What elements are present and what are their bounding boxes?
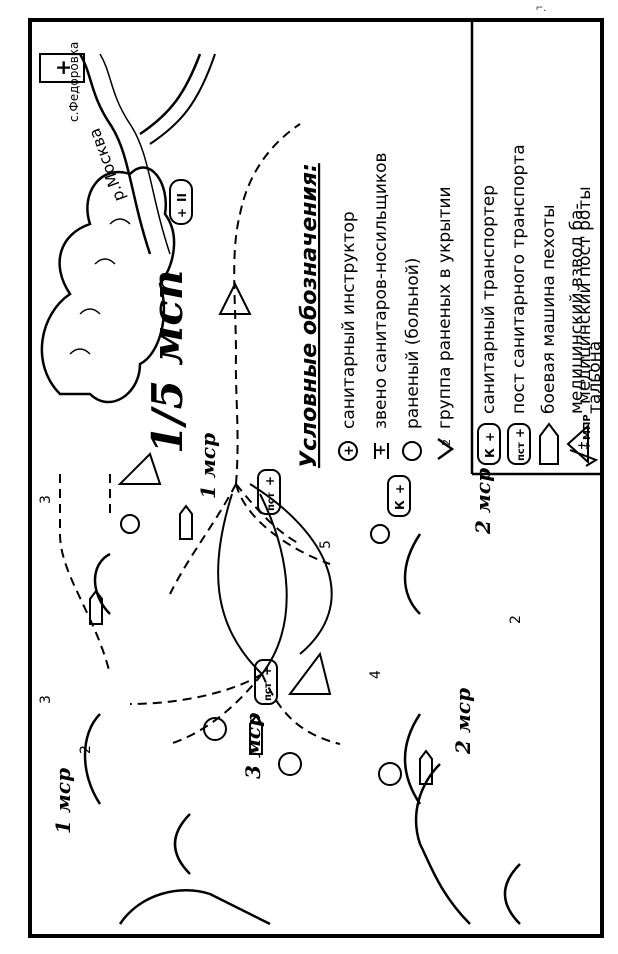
ii-label: II bbox=[175, 193, 189, 202]
platoon-marker-b bbox=[288, 651, 332, 695]
post-marker-a: пст + bbox=[254, 659, 278, 705]
legend-items: + санитарный инструктор + звено санитаро… bbox=[338, 152, 455, 461]
ifv-marker-a bbox=[179, 504, 193, 540]
legend-item-wounded: раненый (больной) bbox=[402, 258, 423, 461]
wounded-marker-c bbox=[203, 717, 227, 741]
legend-text-company-medpost: медицинский пост роты bbox=[575, 186, 595, 404]
river-curves bbox=[118, 763, 521, 926]
wounded-markers bbox=[120, 514, 402, 786]
unit-label-2msr-bot: 2 мср bbox=[451, 688, 475, 755]
unit-label-3msr: 3 мср bbox=[241, 713, 265, 779]
road bbox=[139, 53, 202, 136]
wounded-group-icon bbox=[437, 437, 455, 461]
regiment-label: 1/5 мсп bbox=[143, 270, 192, 454]
medical-platoon-markers bbox=[117, 281, 332, 695]
position-number-3a: 3 bbox=[38, 495, 54, 504]
position-number-5a: 5 bbox=[318, 540, 334, 549]
legend-text-ambulance-post: пост санитарного транспорта bbox=[509, 144, 529, 414]
village-medical-sign: + bbox=[39, 53, 85, 83]
wounded-marker-e bbox=[120, 514, 140, 534]
village-medical-plus: + bbox=[51, 59, 75, 76]
company-medpost-plus: + bbox=[582, 442, 593, 450]
header-stamp: ⌐. bbox=[536, 0, 547, 14]
legend-text-medic-instructor: санитарный инструктор bbox=[339, 211, 359, 429]
ii-plus: + bbox=[175, 208, 189, 218]
village-label: с.Федоровка bbox=[67, 42, 81, 122]
post-a-plus: + bbox=[260, 666, 274, 676]
post-a-label: пст bbox=[263, 682, 274, 701]
ifv-icon bbox=[539, 422, 559, 465]
legend-item-medical-platoon: + медицинский взвод ба- тальона bbox=[566, 203, 605, 465]
ifv-marker-d bbox=[419, 749, 433, 785]
legend-item-company-medpost: + МПР медицинский пост роты bbox=[569, 186, 599, 467]
wounded-marker-d bbox=[370, 524, 390, 544]
legend-text-stretcher-team: звено санитаров-носильщиков bbox=[371, 152, 391, 429]
platoon-marker-c bbox=[218, 281, 252, 315]
company-medpost-icon bbox=[569, 449, 599, 467]
legend-text-wounded: раненый (больной) bbox=[403, 258, 423, 429]
wounded-group-number: 2 bbox=[440, 439, 453, 446]
post-b-plus: + bbox=[263, 476, 277, 486]
ifv-marker-c bbox=[249, 714, 263, 755]
legend-item-stretcher-team: + звено санитаров-носильщиков bbox=[371, 152, 391, 459]
river bbox=[78, 53, 152, 255]
medical-platoon-plus: + bbox=[575, 441, 588, 450]
position-number-2b: 2 bbox=[508, 615, 524, 624]
wounded-icon bbox=[402, 441, 422, 461]
ifv-marker-b bbox=[89, 589, 103, 625]
ambulance-post-text: пст bbox=[516, 442, 527, 461]
legend-text-wounded-group: группа раненых в укрытии bbox=[435, 186, 455, 429]
unit-label-1msr-mid: 1 мср bbox=[51, 768, 75, 834]
ambulance-k: К bbox=[483, 448, 497, 458]
position-number-2: 2 bbox=[78, 745, 94, 754]
legend-item-ambulance: К + санитарный транспортер bbox=[477, 185, 501, 465]
legend-text-ambulance: санитарный транспортер bbox=[479, 185, 499, 414]
diagram-frame bbox=[28, 18, 604, 938]
wounded-marker-b bbox=[378, 762, 402, 786]
village-medical-icon bbox=[39, 53, 85, 83]
k-label: К bbox=[393, 500, 407, 510]
post-marker-b: пст + bbox=[257, 469, 281, 515]
unit-label-1msr-top: 1 мср bbox=[196, 433, 220, 499]
legend-text-medical-platoon-cont: тальона bbox=[585, 341, 605, 414]
legend-item-medic-instructor: + санитарный инструктор bbox=[338, 211, 359, 461]
ii-marker: + II bbox=[169, 179, 193, 225]
legend-item-ifv: боевая машина пехоты bbox=[539, 204, 559, 465]
ifv-markers bbox=[89, 504, 433, 785]
legend-item-wounded-group: 2 группа раненых в укрытии bbox=[435, 186, 455, 461]
k-marker: К + bbox=[387, 475, 411, 517]
ambulance-plus: + bbox=[483, 432, 497, 442]
legend-text-ifv: боевая машина пехоты bbox=[539, 204, 559, 414]
k-plus: + bbox=[393, 484, 407, 494]
legend-items-lower: К + санитарный транспортер пст + пост са… bbox=[477, 144, 605, 465]
legend-title: Условные обозначения: bbox=[297, 163, 322, 468]
medic-instructor-icon bbox=[338, 441, 358, 461]
unit-label-2msr-top: 2 мср bbox=[471, 468, 495, 535]
ambulance-post-plus: + bbox=[513, 428, 527, 438]
medic-instructor-plus: + bbox=[342, 445, 357, 456]
wounded-marker-a bbox=[278, 752, 302, 776]
stretcher-team-icon: + bbox=[373, 444, 389, 456]
solid-routes bbox=[217, 483, 333, 675]
company-medpost-mpr: МПР bbox=[582, 414, 593, 440]
position-number-3b: 3 bbox=[38, 695, 54, 704]
position-number-4: 4 bbox=[368, 670, 384, 679]
ambulance-post-icon bbox=[507, 423, 531, 465]
forest-area bbox=[40, 166, 176, 404]
ambulance-vehicle-icon bbox=[477, 423, 501, 465]
platoon-marker-a bbox=[117, 452, 162, 485]
company-trenches bbox=[83, 533, 422, 875]
post-b-label: пст bbox=[266, 492, 277, 511]
legend-text-medical-platoon: медицинский взвод ба- bbox=[567, 203, 587, 414]
legend-item-ambulance-post: пст + пост санитарного транспорта bbox=[507, 144, 531, 465]
